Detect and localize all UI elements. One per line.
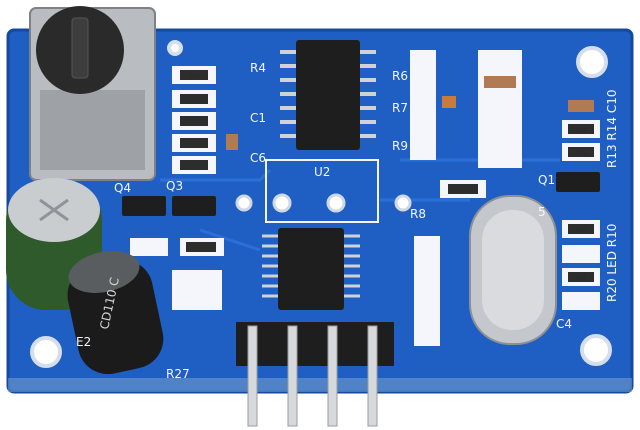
label-q4: Q4 — [114, 181, 131, 195]
silkscreen-labels: R4 C1 C6 R6 R7 R9 U2 Q4 Q3 R8 Q1 5 R13 R… — [76, 61, 619, 381]
label-r13-r14-c10: R13 R14 C10 — [605, 90, 619, 169]
label-r4: R4 — [250, 61, 266, 75]
marking-205: 205 — [575, 150, 587, 157]
crystal-oscillator — [469, 195, 557, 345]
ic-u2 — [262, 228, 360, 310]
label-r8: R8 — [410, 207, 426, 221]
label-c6: C6 — [250, 151, 266, 165]
marking-010: 010 — [575, 227, 587, 234]
label-c4: C4 — [556, 317, 572, 331]
label-u2: U2 — [314, 165, 330, 179]
marking-392: 392 — [575, 127, 587, 134]
ic-u1 — [280, 40, 376, 150]
marking-102: 102 — [575, 275, 587, 282]
label-r27: R27 — [166, 367, 190, 381]
pin-header — [236, 322, 394, 427]
label-c1: C1 — [250, 111, 266, 125]
potentiometer — [29, 6, 156, 181]
transistors — [122, 172, 600, 216]
label-r20-led-r10: R20 LED R10 — [605, 224, 619, 302]
label-5: 5 — [538, 205, 546, 219]
marking-201: 201 — [188, 73, 200, 80]
label-q3: Q3 — [166, 179, 183, 193]
label-e2: E2 — [76, 335, 91, 349]
mounting-holes — [30, 40, 612, 368]
label-q1: Q1 — [538, 173, 555, 187]
capacitor-black: CD110 C — [67, 251, 164, 375]
label-r9: R9 — [392, 139, 408, 153]
label-r6: R6 — [392, 69, 408, 83]
smd-resistors: 201 205 392 010 102 — [130, 50, 600, 346]
label-r7: R7 — [392, 101, 408, 115]
